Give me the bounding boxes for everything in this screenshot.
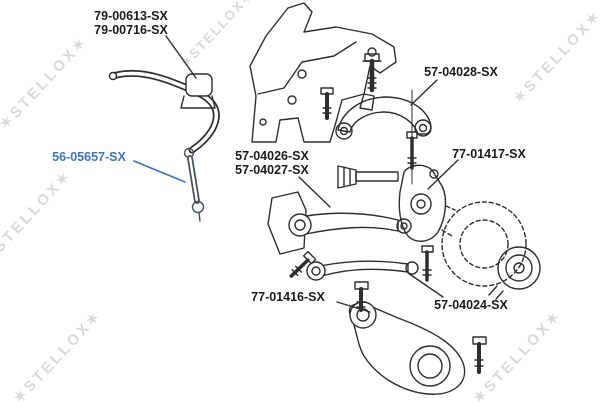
wheel-hub bbox=[488, 246, 541, 300]
leader-57-04028 bbox=[410, 79, 438, 106]
leader-56-05657 bbox=[133, 160, 186, 183]
knuckle bbox=[398, 164, 447, 242]
upper-control-arm bbox=[335, 96, 432, 140]
stabilizer-bar bbox=[108, 69, 220, 154]
drive-axle bbox=[337, 165, 399, 189]
bolt bbox=[406, 131, 418, 170]
lateral-arm bbox=[288, 212, 412, 237]
leader-57-04026 bbox=[298, 176, 331, 208]
bolt bbox=[320, 87, 334, 120]
part-label-56-05657-sx[interactable]: 56-05657-SX bbox=[52, 150, 126, 164]
stabilizer-bar-bushing bbox=[180, 73, 216, 109]
leader-79-00716 bbox=[165, 35, 197, 79]
part-label-57-04028-sx[interactable]: 57-04028-SX bbox=[424, 65, 498, 79]
subframe bbox=[249, 2, 397, 143]
leader-77-01417 bbox=[427, 159, 459, 190]
lower-control-arm bbox=[348, 301, 466, 395]
part-label-57-04024-sx[interactable]: 57-04024-SX bbox=[434, 298, 508, 312]
lateral-arm-bracket bbox=[267, 191, 307, 255]
bolt bbox=[472, 336, 487, 374]
part-label-57-04027-sx[interactable]: 57-04027-SX bbox=[235, 163, 309, 177]
bolt bbox=[289, 250, 317, 278]
part-label-79-00613-sx[interactable]: 79-00613-SX bbox=[94, 9, 168, 23]
bolt bbox=[362, 53, 382, 93]
stabilizer-link bbox=[183, 147, 205, 222]
part-label-57-04026-sx[interactable]: 57-04026-SX bbox=[235, 149, 309, 163]
leader-77-01416 bbox=[336, 301, 371, 313]
part-label-77-01416-sx[interactable]: 77-01416-SX bbox=[251, 290, 325, 304]
leader-57-04024 bbox=[407, 272, 444, 298]
brake-shield bbox=[441, 201, 527, 287]
toe-rod bbox=[306, 260, 419, 281]
bolt bbox=[421, 245, 434, 282]
part-label-79-00716-sx[interactable]: 79-00716-SX bbox=[94, 23, 168, 37]
part-label-77-01417-sx[interactable]: 77-01417-SX bbox=[452, 147, 526, 161]
bolt bbox=[354, 281, 369, 312]
